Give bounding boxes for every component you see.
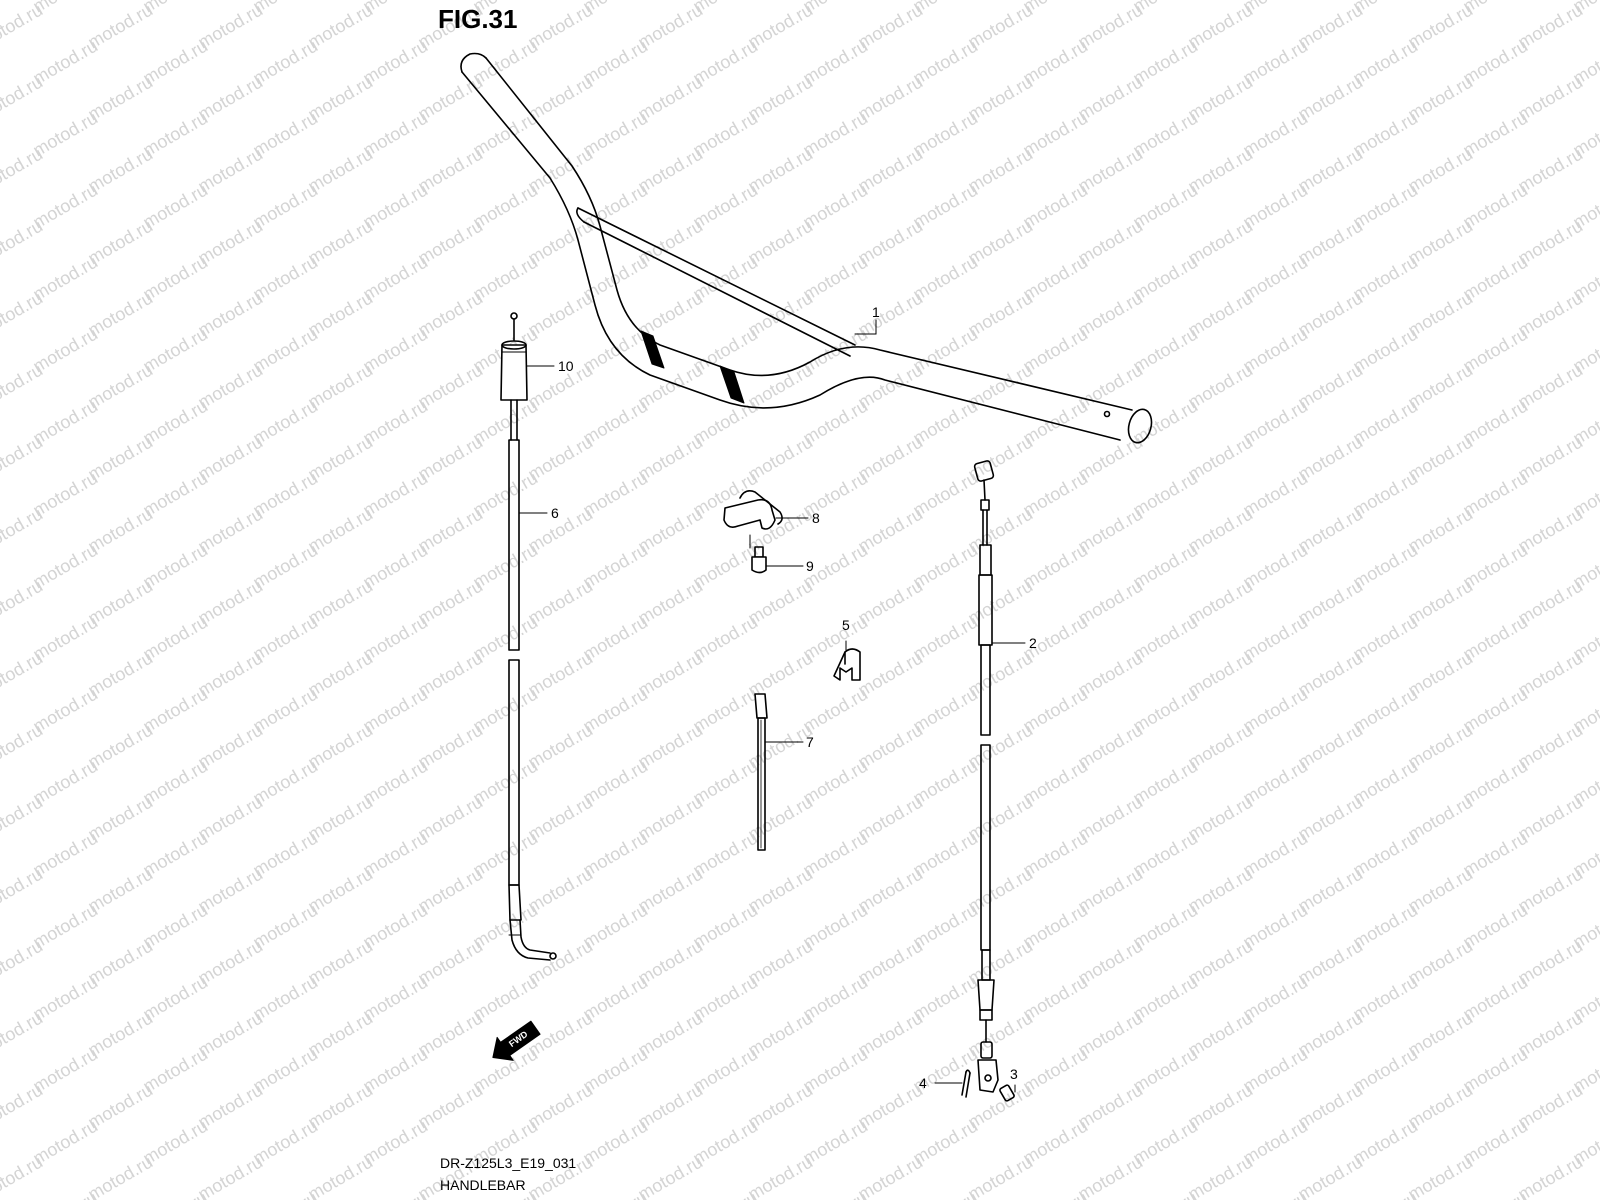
callout-7: 7 xyxy=(806,734,814,750)
callout-3: 3 xyxy=(1010,1066,1018,1082)
figure-code: DR-Z125L3_E19_031 xyxy=(440,1155,577,1171)
callout-10: 10 xyxy=(558,358,574,374)
part-5-clamp xyxy=(833,648,861,681)
part-6-throttle-cable xyxy=(500,312,557,961)
part-8-cable-guide xyxy=(723,490,783,549)
part-9-bolt xyxy=(751,546,767,574)
callout-9: 9 xyxy=(806,558,814,574)
figure-title: FIG.31 xyxy=(438,4,518,34)
callout-1: 1 xyxy=(872,304,880,320)
part-3-pin xyxy=(977,1059,1015,1102)
part-7-cable-tie xyxy=(754,693,768,851)
callout-6: 6 xyxy=(551,505,559,521)
part-1-handlebar xyxy=(460,52,1153,444)
fwd-arrow-icon xyxy=(492,1020,541,1061)
figure-name: HANDLEBAR xyxy=(440,1177,526,1193)
callout-2: 2 xyxy=(1029,635,1037,651)
leader-lines xyxy=(518,319,1026,1093)
callout-5: 5 xyxy=(842,617,850,633)
callout-8: 8 xyxy=(812,510,820,526)
callout-4: 4 xyxy=(919,1075,927,1091)
part-4-cotter-pin xyxy=(961,1069,971,1098)
part-2-clutch-cable xyxy=(973,460,995,1059)
